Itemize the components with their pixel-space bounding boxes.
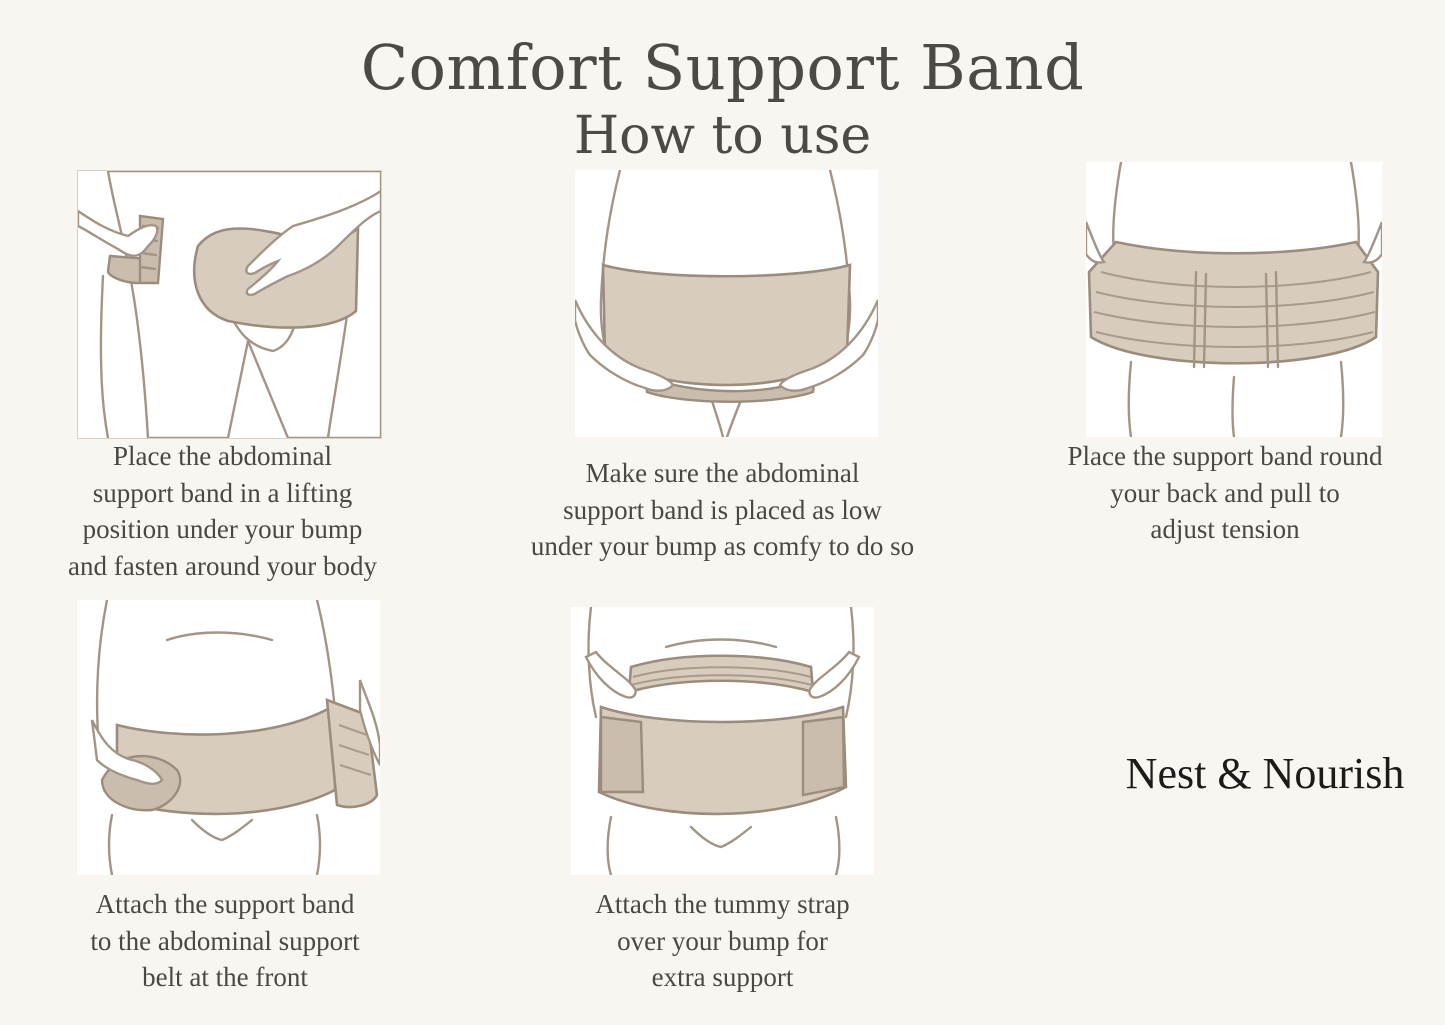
step-4-illustration bbox=[77, 600, 380, 875]
step-4-caption: Attach the support band to the abdominal… bbox=[90, 889, 360, 992]
step-5-illustration bbox=[571, 607, 874, 875]
step-5-caption: Attach the tummy strap over your bump fo… bbox=[595, 889, 850, 992]
step-3-drawing bbox=[1086, 162, 1382, 437]
step-2-drawing bbox=[575, 170, 878, 437]
brand-name: Nest & Nourish bbox=[1125, 749, 1405, 798]
step-1-illustration bbox=[77, 170, 382, 439]
step-1-caption: Place the abdominal support band in a li… bbox=[68, 441, 377, 581]
step-2-caption: Make sure the abdominal support band is … bbox=[530, 458, 915, 561]
step-3-illustration bbox=[1086, 162, 1382, 437]
page-subtitle: How to use bbox=[573, 106, 872, 166]
step-2-illustration bbox=[575, 170, 878, 437]
step-3-caption: Place the support band round your back a… bbox=[1067, 441, 1383, 544]
page-title: Comfort Support Band bbox=[360, 31, 1085, 104]
step-5-drawing bbox=[584, 607, 861, 875]
step-1-drawing bbox=[78, 171, 381, 438]
step-4-drawing bbox=[90, 600, 380, 875]
